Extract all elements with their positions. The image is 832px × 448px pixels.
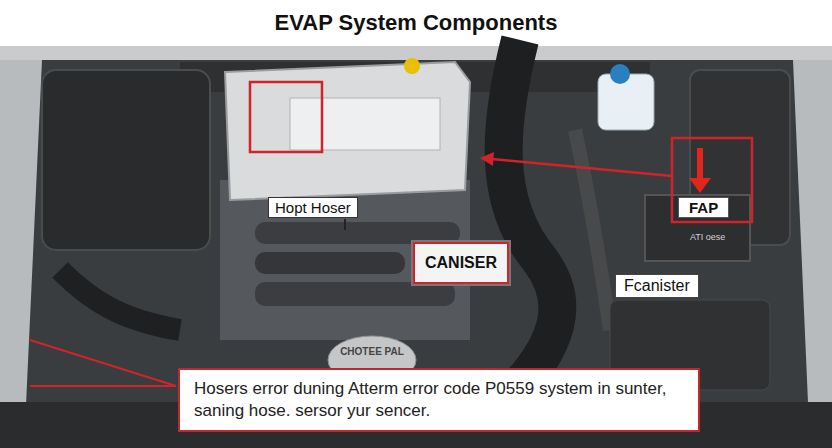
highlight-frame (672, 138, 752, 222)
intake-runner (255, 252, 405, 274)
battery-label: ATI oese (690, 232, 725, 242)
hood-edge (0, 46, 832, 60)
part-label-box: Hopt Hoser (268, 197, 358, 218)
engine-cover-panel (290, 98, 440, 150)
callout-box: Hosers error duning Atterm error code P0… (178, 368, 700, 432)
node-text: Fcanister (624, 277, 690, 295)
intake-hose (504, 40, 558, 385)
right-fender (793, 60, 832, 448)
part-label-box: Fcanister (615, 274, 699, 298)
part-label-box: FAP (678, 197, 729, 218)
node-text: Hosers error duning Atterm error code P0… (194, 378, 684, 422)
reservoir-cap (610, 64, 630, 84)
callout-leader (30, 385, 176, 387)
part-label-box: CANISER (413, 242, 509, 284)
diagram-title: EVAP System Components (0, 10, 832, 36)
embossed-text: CHOTEE PAL (337, 346, 407, 357)
engine-cover (225, 62, 470, 200)
oil-cap (404, 58, 420, 74)
node-text: Hopt Hoser (275, 199, 351, 216)
leader-line (344, 219, 346, 230)
coolant-reservoir (598, 74, 654, 130)
highlight-frame (250, 82, 322, 152)
node-text: CANISER (425, 254, 497, 272)
leader-arrow-head (480, 152, 494, 166)
title-bar (0, 0, 832, 46)
leader-line (492, 159, 672, 176)
red-arrow-head (689, 178, 711, 193)
callout-leader (30, 340, 176, 386)
intake-runner (255, 282, 455, 306)
air-box (42, 70, 210, 250)
left-fender (0, 60, 42, 448)
lower-hose (60, 270, 180, 330)
battery (645, 195, 750, 261)
red-arrow-shaft (697, 148, 703, 180)
node-text: FAP (689, 199, 718, 216)
intake-runner (255, 222, 460, 244)
side-hose (575, 130, 610, 330)
